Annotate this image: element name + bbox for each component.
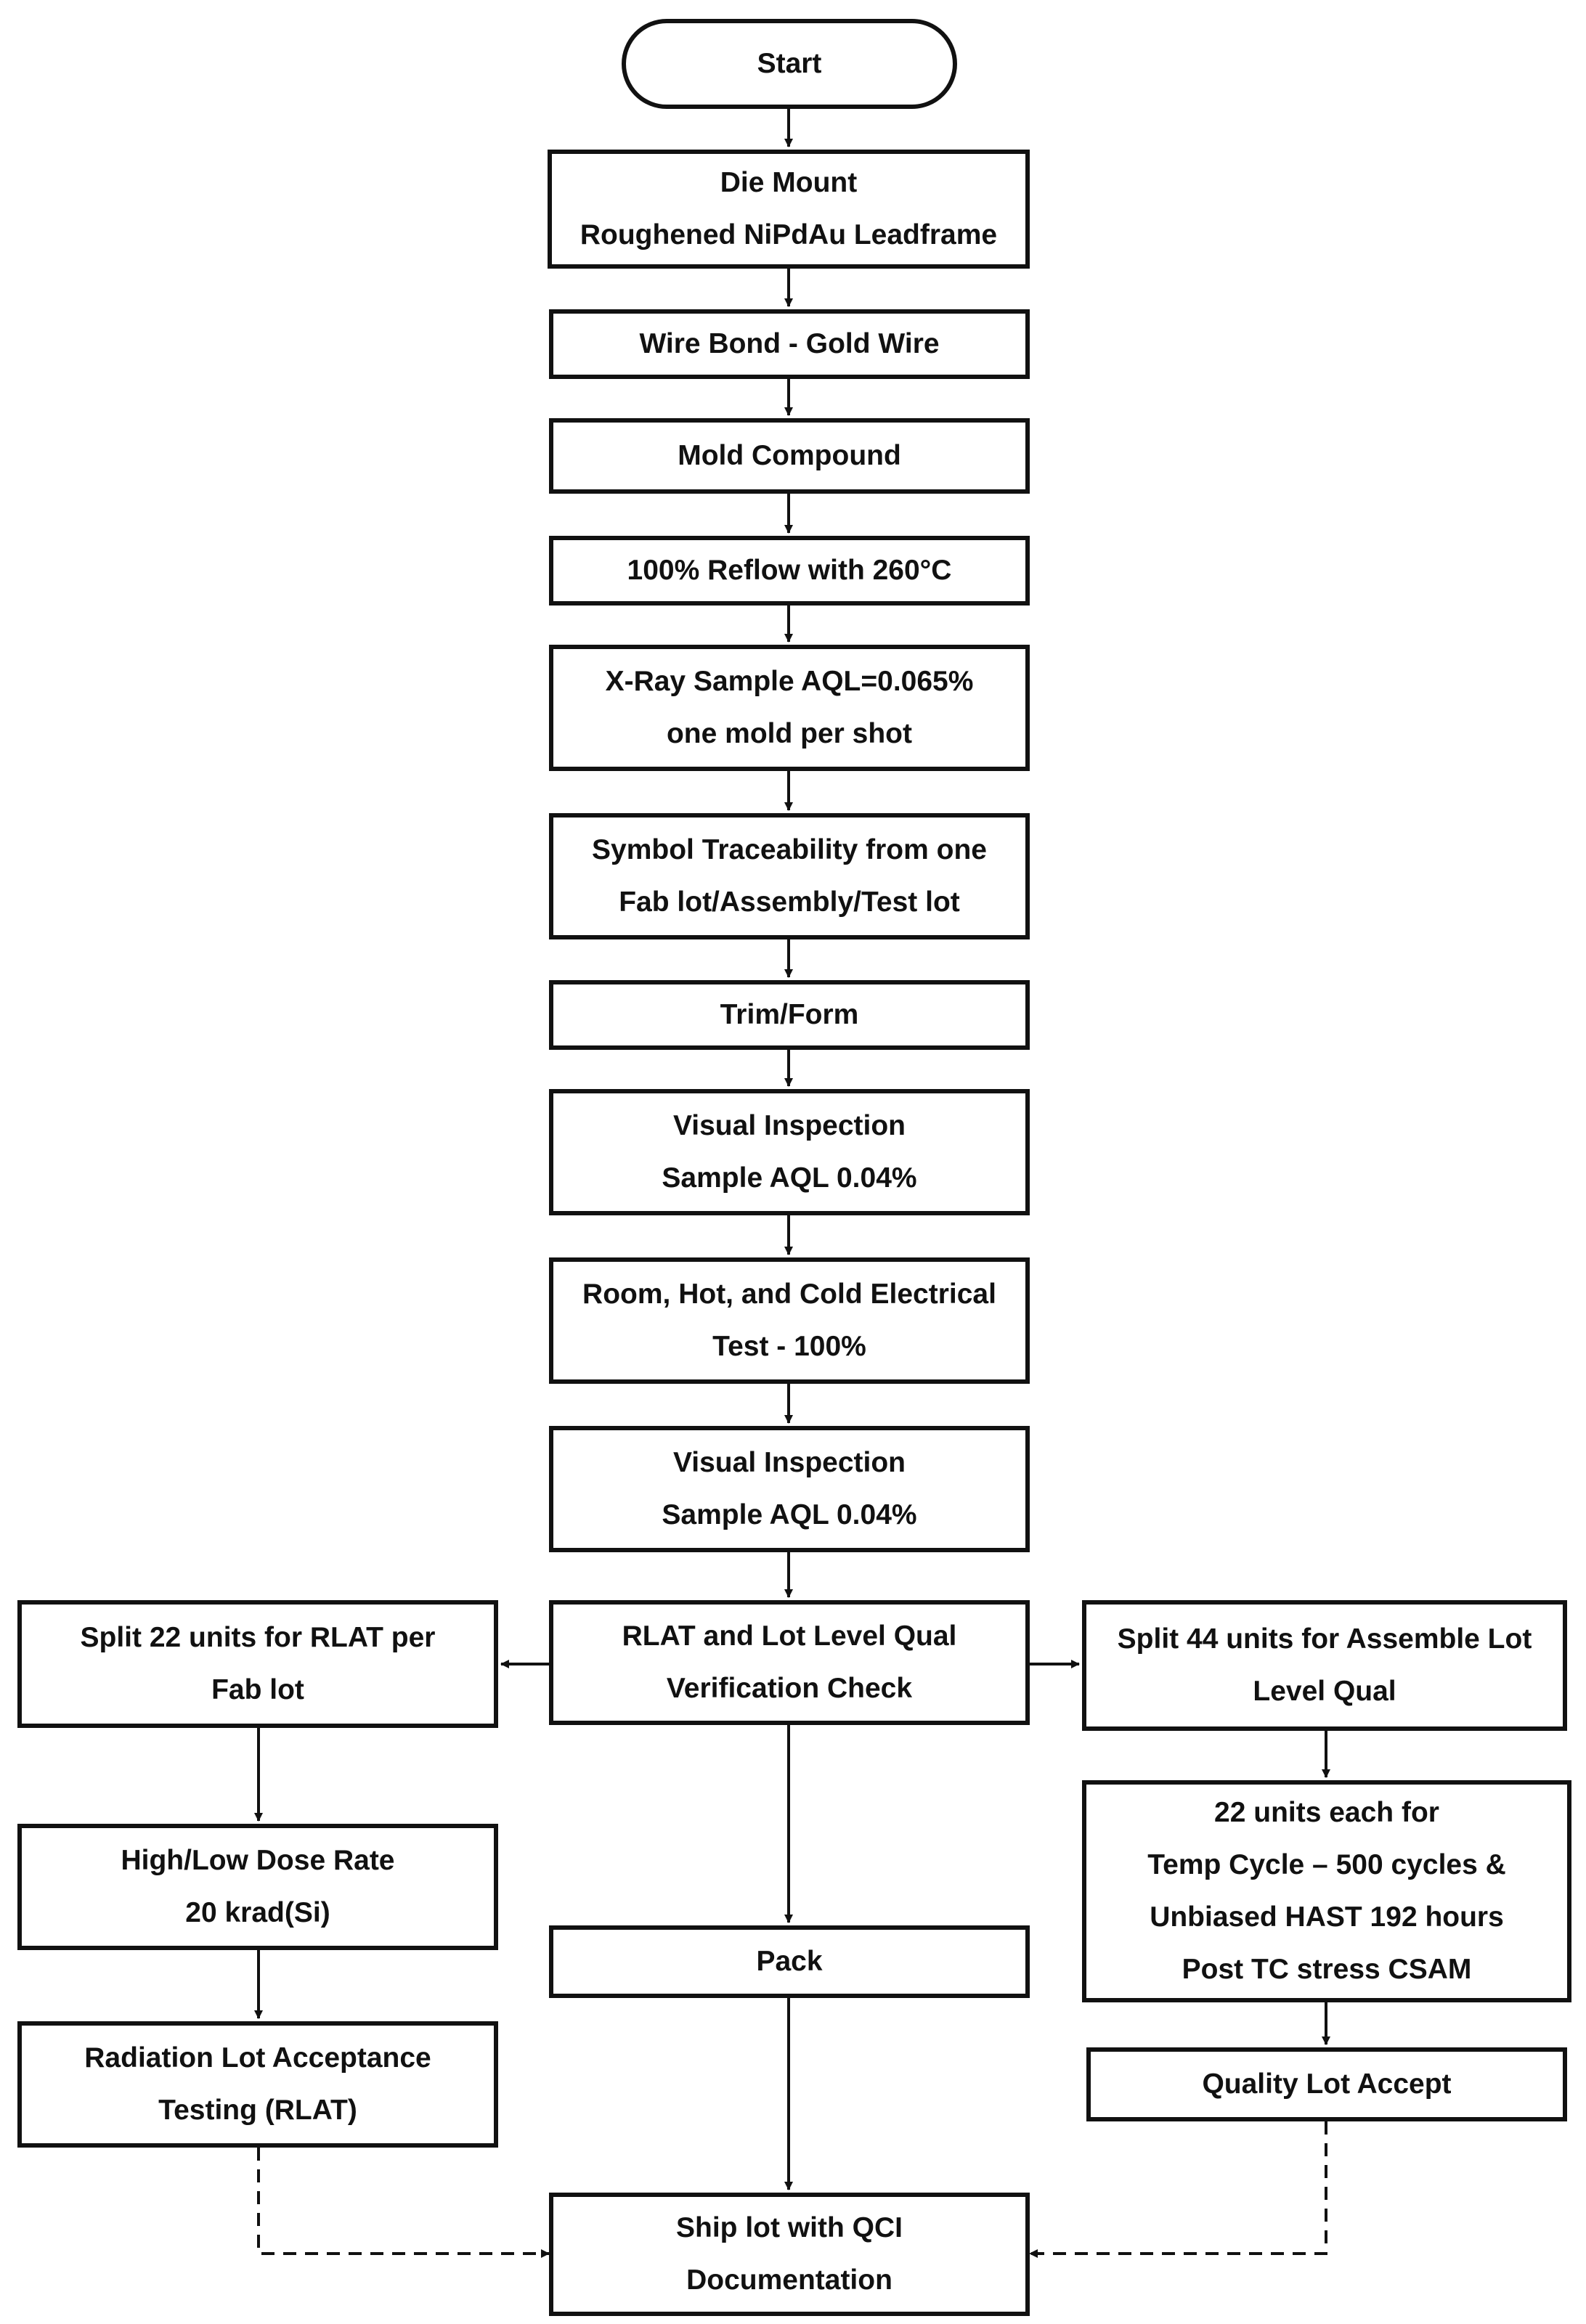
node-visual2-line-2: Sample AQL 0.04% [662,1499,917,1530]
node-22-units-each: 22 units each for Temp Cycle – 500 cycle… [1082,1780,1571,2002]
node-pack: Pack [549,1925,1030,1998]
node-symbol-traceability: Symbol Traceability from one Fab lot/Ass… [549,813,1030,939]
node-dose-rate-line-1: High/Low Dose Rate [121,1845,395,1876]
node-dose-rate: High/Low Dose Rate 20 krad(Si) [17,1824,498,1950]
node-wire-bond: Wire Bond - Gold Wire [549,309,1030,379]
node-split22-line-2: Fab lot [211,1674,304,1705]
node-die-mount: Die Mount Roughened NiPdAu Leadframe [548,150,1030,269]
edge-rlat-to-ship-dashed [257,2148,550,2258]
node-rlat-line-2: Testing (RLAT) [158,2095,357,2126]
node-die-mount-line-1: Die Mount [720,167,858,198]
node-mold-compound-line-1: Mold Compound [678,440,901,471]
node-ship-lot: Ship lot with QCI Documentation [549,2193,1030,2316]
node-rlat-check: RLAT and Lot Level Qual Verification Che… [549,1600,1030,1725]
node-symbol-line-2: Fab lot/Assembly/Test lot [619,886,960,918]
node-xray-line-2: one mold per shot [666,718,912,749]
node-quality-lot-accept: Quality Lot Accept [1086,2047,1567,2121]
node-dose-rate-line-2: 20 krad(Si) [185,1897,330,1928]
node-rlat-check-line-1: RLAT and Lot Level Qual [622,1620,957,1652]
node-rlat-line-1: Radiation Lot Acceptance [84,2042,431,2074]
node-electrical-line-1: Room, Hot, and Cold Electrical [582,1279,996,1310]
node-units22-line-1: 22 units each for [1214,1797,1439,1828]
node-units22-line-2: Temp Cycle – 500 cycles & [1147,1849,1506,1880]
node-radiation-lot-acceptance: Radiation Lot Acceptance Testing (RLAT) [17,2021,498,2148]
node-xray: X-Ray Sample AQL=0.065% one mold per sho… [549,645,1030,771]
node-wire-bond-line-1: Wire Bond - Gold Wire [639,328,940,359]
node-electrical-line-2: Test - 100% [712,1331,866,1362]
node-reflow-line-1: 100% Reflow with 260°C [627,555,952,586]
node-visual1-line-2: Sample AQL 0.04% [662,1162,917,1194]
node-mold-compound: Mold Compound [549,418,1030,494]
node-split-22-units: Split 22 units for RLAT per Fab lot [17,1600,498,1728]
node-die-mount-line-2: Roughened NiPdAu Leadframe [580,219,998,250]
node-electrical-test: Room, Hot, and Cold Electrical Test - 10… [549,1257,1030,1384]
node-visual1-line-1: Visual Inspection [672,1110,906,1141]
node-reflow: 100% Reflow with 260°C [549,536,1030,606]
node-start: Start [622,19,957,109]
node-split44-line-2: Level Qual [1253,1676,1396,1707]
node-split22-line-1: Split 22 units for RLAT per [80,1622,436,1653]
node-xray-line-1: X-Ray Sample AQL=0.065% [605,666,974,697]
node-pack-line-1: Pack [756,1946,823,1977]
node-symbol-line-1: Symbol Traceability from one [592,834,987,865]
node-units22-line-3: Unbiased HAST 192 hours [1150,1901,1504,1933]
node-start-line-1: Start [757,48,822,79]
node-split44-line-1: Split 44 units for Assemble Lot [1117,1623,1532,1655]
edge-quality-to-ship-dashed [1029,2121,1327,2258]
node-trim-form-line-1: Trim/Form [720,999,859,1030]
node-rlat-check-line-2: Verification Check [666,1673,913,1704]
node-visual2-line-1: Visual Inspection [672,1447,906,1478]
node-units22-line-4: Post TC stress CSAM [1182,1954,1472,1985]
node-visual-inspection-1: Visual Inspection Sample AQL 0.04% [549,1089,1030,1215]
node-trim-form: Trim/Form [549,980,1030,1050]
node-visual-inspection-2: Visual Inspection Sample AQL 0.04% [549,1426,1030,1552]
node-quality-line-1: Quality Lot Accept [1202,2068,1452,2100]
node-ship-line-1: Ship lot with QCI [676,2212,903,2243]
node-split-44-units: Split 44 units for Assemble Lot Level Qu… [1082,1600,1567,1731]
node-ship-line-2: Documentation [686,2264,892,2296]
